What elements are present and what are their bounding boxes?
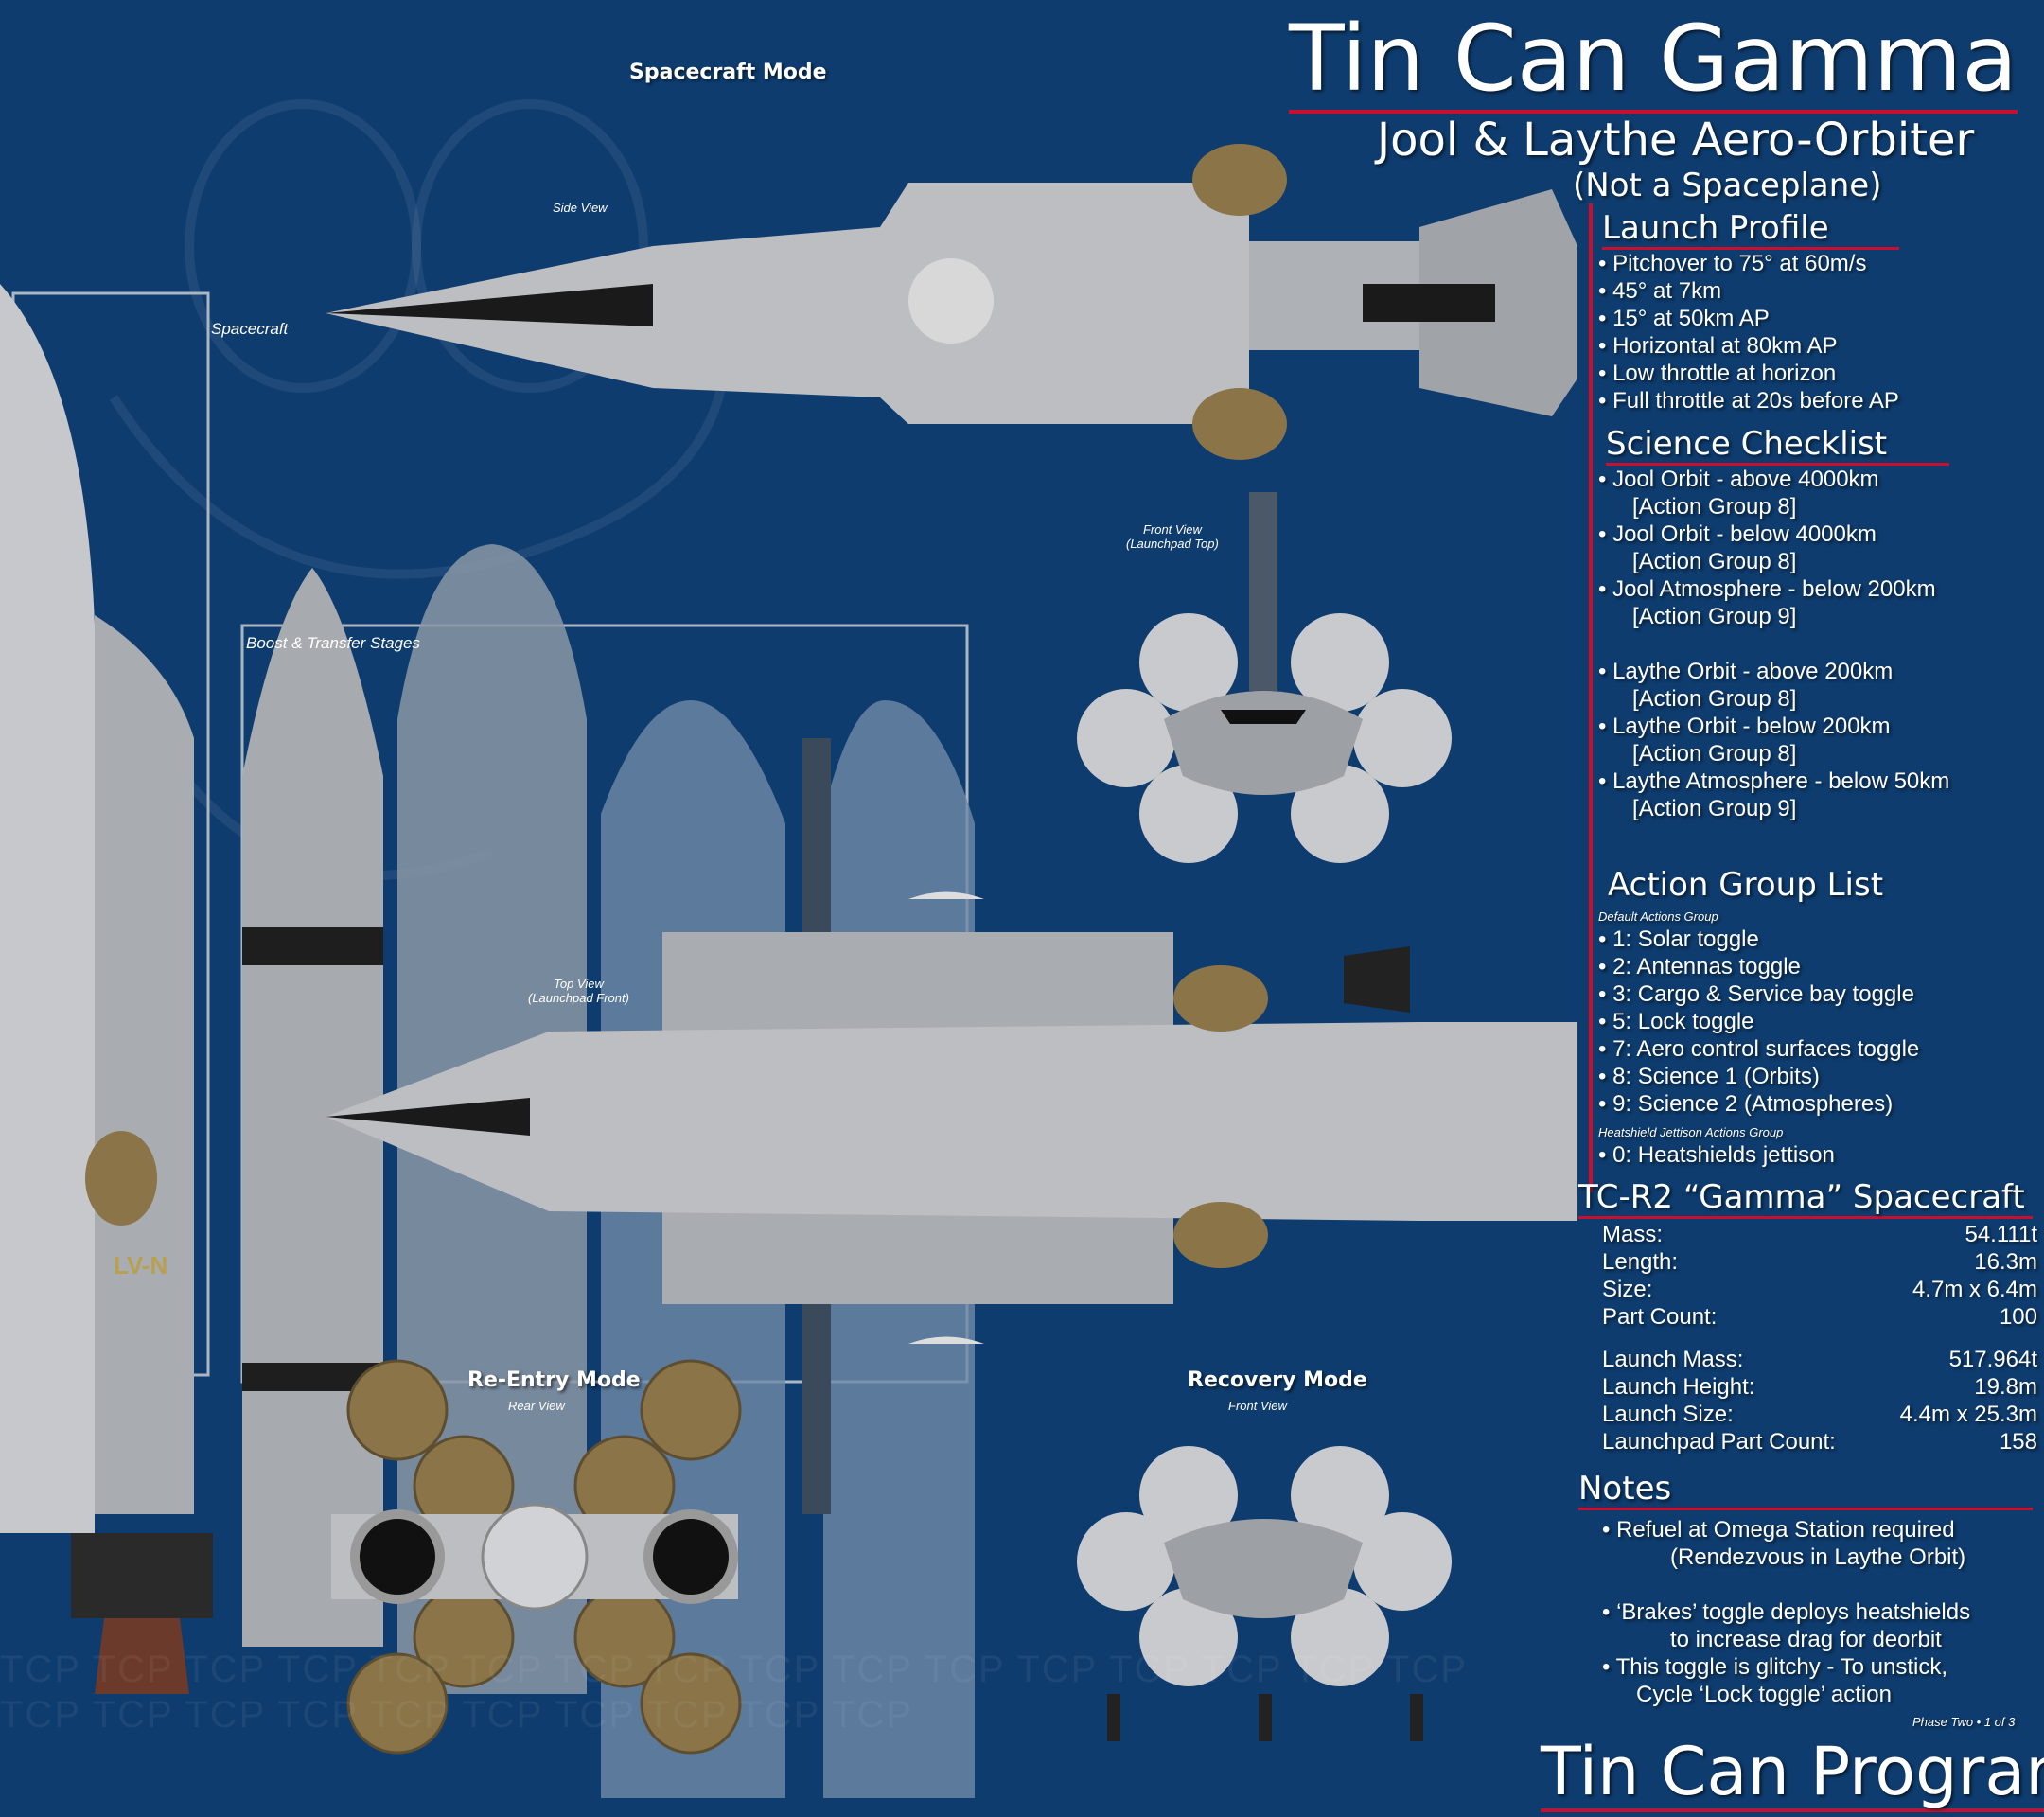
divider-line <box>1589 203 1593 1192</box>
spec-row: Mass: 54.111t <box>1602 1221 2037 1248</box>
spec-row: Size: 4.7m x 6.4m <box>1602 1276 2037 1303</box>
spec-label: Length: <box>1602 1249 1679 1276</box>
front-view-top-label: Front View(Launchpad Top) <box>1126 522 1219 551</box>
side-view-spacecraft <box>326 144 1577 460</box>
notes-heading: Notes <box>1578 1470 2033 1511</box>
science-item: • Laythe Orbit - below 200km <box>1598 714 1891 740</box>
default-group-label: Default Actions Group <box>1598 909 1718 925</box>
launch-profile-item: • Pitchover to 75° at 60m/s <box>1598 251 1867 277</box>
footer-title: Tin Can Program <box>1541 1736 2044 1812</box>
science-item-action-group: [Action Group 9] <box>1632 796 1797 822</box>
spec-row: Launch Mass: 517.964t <box>1602 1346 2037 1373</box>
science-item-action-group: [Action Group 9] <box>1632 604 1797 630</box>
front-view-label-line1: Front View <box>1142 522 1202 537</box>
engine-marking: LV-N <box>114 1251 168 1279</box>
note-item-continued: (Rendezvous in Laythe Orbit) <box>1670 1544 1966 1571</box>
action-group-heading: Action Group List <box>1608 866 1884 904</box>
spec-row: Launchpad Part Count: 158 <box>1602 1428 2037 1455</box>
note-item: • ‘Brakes’ toggle deploys heatshields <box>1602 1599 1971 1626</box>
recovery-mode-label: Recovery Mode <box>1188 1368 1367 1392</box>
launch-profile-section: Launch Profile • Pitchover to 75° at 60m… <box>1598 209 1899 415</box>
spec-value: 54.111t <box>1965 1222 2037 1248</box>
science-item: • Jool Orbit - above 4000km <box>1598 467 1879 493</box>
launch-profile-item: • Horizontal at 80km AP <box>1598 333 1838 360</box>
spec-label: Launch Size: <box>1602 1402 1734 1428</box>
spec-label: Launch Mass: <box>1602 1347 1744 1373</box>
reentry-rear-view <box>331 1359 742 1755</box>
spec-label: Launchpad Part Count: <box>1602 1429 1836 1455</box>
top-view-spacecraft <box>326 891 1577 1344</box>
specs-heading: TC-R2 “Gamma” Spacecraft <box>1578 1178 2033 1220</box>
science-item: • Jool Orbit - below 4000km <box>1598 521 1877 548</box>
science-item: • Laythe Orbit - above 200km <box>1598 659 1894 685</box>
spec-row: Length: 16.3m <box>1602 1248 2037 1276</box>
launch-profile-heading: Launch Profile <box>1602 209 1899 251</box>
front-view-spacecraft <box>1077 492 1452 863</box>
action-group-item: • 7: Aero control surfaces toggle <box>1598 1036 1920 1063</box>
note-item-continued: to increase drag for deorbit <box>1670 1627 1942 1653</box>
heatshield-action-item: • 0: Heatshields jettison <box>1598 1142 1835 1169</box>
launch-stack-side <box>0 284 213 1694</box>
spec-label: Launch Height: <box>1602 1374 1755 1401</box>
top-view-label-line2: (Launchpad Front) <box>528 991 629 1005</box>
rear-view-label: Rear View <box>508 1399 565 1413</box>
subtitle: Jool & Laythe Aero-Orbiter <box>1377 114 1975 167</box>
main-title: Tin Can Gamma <box>1289 6 2018 114</box>
launch-profile-item: • Low throttle at horizon <box>1598 361 1837 387</box>
action-group-item: • 5: Lock toggle <box>1598 1009 1754 1035</box>
action-group-item: • 3: Cargo & Service bay toggle <box>1598 981 1914 1008</box>
science-checklist-section: Science Checklist • Jool Orbit - above 4… <box>1598 425 1950 822</box>
science-item: • Jool Atmosphere - below 200km <box>1598 576 1936 603</box>
spec-label: Part Count: <box>1602 1304 1718 1331</box>
top-view-label-line1: Top View <box>554 977 604 991</box>
note-item: • This toggle is glitchy - To unstick, <box>1602 1654 1948 1681</box>
boost-stages-label: Boost & Transfer Stages <box>246 634 420 652</box>
launch-profile-item: • Full throttle at 20s before AP <box>1598 388 1899 415</box>
action-group-section: Action Group List Default Actions Group … <box>1598 866 1920 1169</box>
spec-label: Mass: <box>1602 1222 1664 1248</box>
action-group-item: • 8: Science 1 (Orbits) <box>1598 1064 1820 1090</box>
science-item-action-group: [Action Group 8] <box>1632 741 1797 767</box>
spec-value: 19.8m <box>1974 1374 2037 1401</box>
top-view-label: Top View(Launchpad Front) <box>528 977 629 1005</box>
spec-row: Part Count: 100 <box>1602 1303 2037 1331</box>
reentry-mode-label: Re-Entry Mode <box>467 1368 641 1392</box>
science-item: • Laythe Atmosphere - below 50km <box>1598 768 1950 795</box>
spec-row: Launch Size: 4.4m x 25.3m <box>1602 1401 2037 1428</box>
science-item-action-group: [Action Group 8] <box>1632 549 1797 575</box>
side-view-label: Side View <box>553 201 608 215</box>
spec-row: Launch Height: 19.8m <box>1602 1373 2037 1401</box>
spacecraft-label: Spacecraft <box>211 320 289 338</box>
science-item-action-group: [Action Group 8] <box>1632 494 1797 520</box>
action-group-item: • 1: Solar toggle <box>1598 926 1759 953</box>
note-item: • Refuel at Omega Station required <box>1602 1517 1955 1544</box>
notes-section: Notes • Refuel at Omega Station required… <box>1578 1470 2033 1708</box>
recovery-front-view-label: Front View <box>1228 1399 1287 1413</box>
phase-label: Phase Two • 1 of 3 <box>1912 1715 2016 1729</box>
spacecraft-mode-label: Spacecraft Mode <box>629 61 827 84</box>
science-item-action-group: [Action Group 8] <box>1632 686 1797 713</box>
spec-label: Size: <box>1602 1277 1653 1303</box>
launch-profile-item: • 15° at 50km AP <box>1598 306 1770 332</box>
action-group-item: • 9: Science 2 (Atmospheres) <box>1598 1091 1894 1118</box>
spec-value: 16.3m <box>1974 1249 2037 1276</box>
spec-value: 100 <box>1999 1304 2037 1331</box>
subtitle-note: (Not a Spaceplane) <box>1573 167 1882 204</box>
front-view-label-line2: (Launchpad Top) <box>1126 537 1219 551</box>
spec-value: 517.964t <box>1948 1347 2037 1373</box>
heatshield-group-label: Heatshield Jettison Actions Group <box>1598 1125 1784 1140</box>
recovery-front-view <box>1077 1446 1452 1741</box>
science-heading: Science Checklist <box>1606 425 1950 467</box>
action-group-item: • 2: Antennas toggle <box>1598 954 1801 980</box>
spec-value: 158 <box>1999 1429 2037 1455</box>
watermark-text: TCP TCP TCP TCP TCP TCP TCP TCP TCP TCP … <box>0 1649 1468 1736</box>
note-item-continued: Cycle ‘Lock toggle’ action <box>1636 1682 1892 1708</box>
spec-value: 4.7m x 6.4m <box>1912 1277 2037 1303</box>
launch-profile-item: • 45° at 7km <box>1598 278 1722 305</box>
spec-value: 4.4m x 25.3m <box>1899 1402 2037 1428</box>
